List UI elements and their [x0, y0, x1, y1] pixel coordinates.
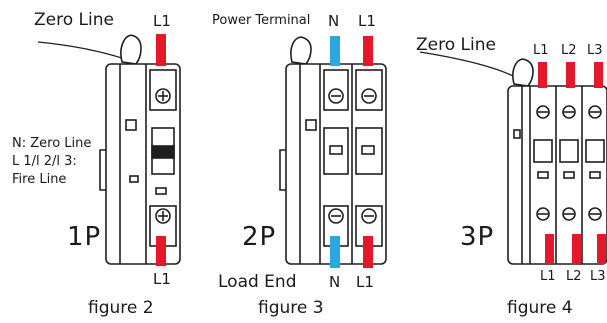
- fig3-n-top-label: N: [328, 12, 340, 30]
- fig3-l1-bottom-label: L1: [356, 273, 374, 291]
- din-notch: [279, 149, 286, 191]
- zero-line-wire: [37, 41, 129, 61]
- neutral-clip: [120, 34, 142, 65]
- fig3-poles-label: 2P: [242, 222, 277, 252]
- breaker-3p: [419, 51, 607, 265]
- toggle-l1-lever: [361, 145, 375, 155]
- l1-wire-top: [538, 62, 547, 88]
- screw-l1-top: [536, 105, 550, 119]
- fig4-l3-bottom-label: L3: [590, 269, 606, 284]
- toggle-lever: [151, 145, 175, 159]
- test-button: [125, 119, 137, 131]
- fig3-l1-top-label: L1: [358, 12, 376, 30]
- bottom-terminal-screw: [155, 208, 171, 224]
- fig3-n-bottom-label: N: [329, 273, 341, 291]
- fire-line-wire-bottom: [363, 236, 373, 268]
- window-l2: [563, 171, 575, 179]
- screw-l2-bottom: [562, 207, 576, 221]
- breaker-1p: [37, 34, 181, 265]
- fire-line-wire-top: [156, 34, 166, 66]
- fig2-l1-top-label: L1: [153, 12, 171, 30]
- test-button: [513, 129, 521, 139]
- screw-n-top: [328, 88, 344, 104]
- l1-wire-bottom: [545, 234, 554, 264]
- window-l1: [537, 171, 549, 179]
- zero-line-wire-bottom: [330, 236, 340, 268]
- top-terminal-n: [323, 69, 349, 111]
- breaker-2p: [279, 36, 387, 265]
- fig4-l3-top-label: L3: [587, 43, 603, 58]
- window-l3: [589, 171, 601, 179]
- screw-n-bottom: [328, 208, 344, 224]
- fire-line-wire-top: [363, 36, 373, 66]
- fig4-zero-line-label: Zero Line: [416, 35, 496, 55]
- fire-line-wire-bottom: [156, 236, 166, 266]
- fig3-load-end-label: Load End: [218, 272, 297, 292]
- neutral-clip: [290, 36, 312, 65]
- screw-l1-top: [361, 88, 377, 104]
- screw-l1-bottom: [536, 207, 550, 221]
- fig4-l1-bottom-label: L1: [540, 269, 556, 284]
- fig4-l2-top-label: L2: [561, 43, 577, 58]
- status-window: [155, 187, 167, 195]
- fig4-l1-top-label: L1: [533, 43, 549, 58]
- zero-line-wire: [419, 51, 521, 81]
- fig3-power-terminal-label: Power Terminal: [212, 13, 311, 28]
- l2-wire-bottom: [572, 234, 581, 264]
- top-terminal-l1: [355, 69, 383, 111]
- fig2-zero-line-label: Zero Line: [34, 10, 114, 30]
- toggle-l3: [585, 139, 605, 163]
- test-button: [305, 119, 317, 131]
- top-terminal-housing: [149, 69, 177, 111]
- screw-l3-bottom: [588, 207, 602, 221]
- toggle-l1: [533, 139, 553, 163]
- l3-wire-bottom: [597, 234, 606, 264]
- fig4-caption: figure 4: [507, 298, 573, 318]
- neutral-clip: [512, 58, 534, 87]
- fig2-l1-bottom-label: L1: [153, 270, 171, 288]
- fig2-legend-line2: L 1/l 2/l 3:: [12, 154, 77, 169]
- fig4-l2-bottom-label: L2: [566, 269, 582, 284]
- toggle-l2: [559, 139, 579, 163]
- zero-line-wire-top: [330, 36, 340, 66]
- l3-wire-top: [594, 62, 603, 88]
- l2-wire-top: [566, 62, 575, 88]
- indicator-window: [129, 175, 139, 183]
- fig2-legend-line3: Fire Line: [12, 172, 67, 187]
- fig2-caption: figure 2: [88, 298, 154, 318]
- screw-l2-top: [562, 105, 576, 119]
- din-notch: [99, 149, 106, 191]
- fig4-poles-label: 3P: [460, 222, 495, 252]
- fig2-poles-label: 1P: [67, 222, 102, 252]
- fig2-legend-line1: N: Zero Line: [12, 136, 92, 151]
- fig3-caption: figure 3: [258, 298, 324, 318]
- screw-l3-top: [588, 105, 602, 119]
- toggle-n-lever: [329, 145, 343, 155]
- top-terminal-screw: [155, 88, 171, 104]
- screw-l1-bottom: [361, 208, 377, 224]
